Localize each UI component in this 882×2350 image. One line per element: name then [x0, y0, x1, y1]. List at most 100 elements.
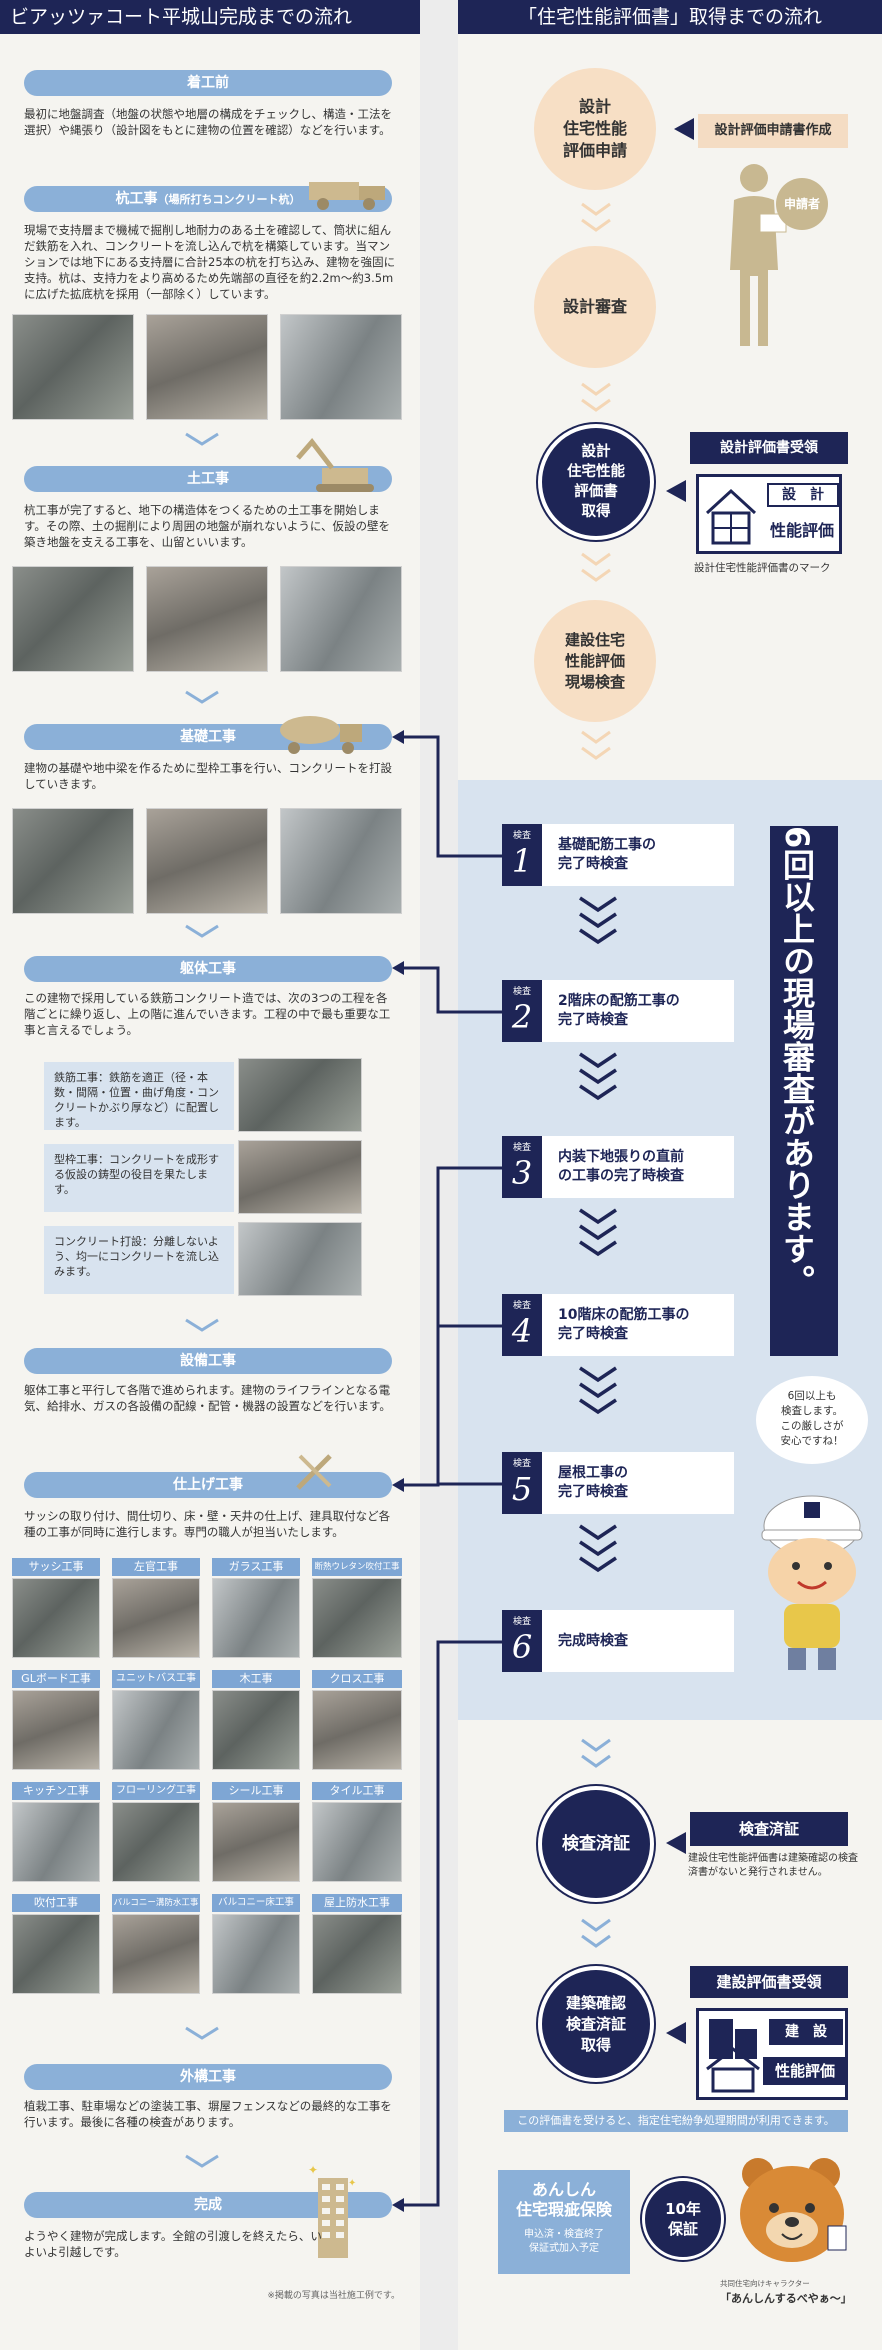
finish-label: サッシ工事 — [12, 1558, 100, 1576]
earth-photo-2 — [146, 566, 268, 672]
finish-label: GLボード工事 — [12, 1670, 100, 1688]
chevron-down-icon — [579, 1052, 617, 1101]
construction-evaluation-tag: 建設評価書受領 — [690, 1966, 848, 1998]
chevron-down-icon — [579, 1208, 617, 1257]
finish-label: キッチン工事 — [12, 1782, 100, 1800]
inspection-kanji: 検査 — [512, 1301, 531, 1311]
finish-label: 断熱ウレタン吹付工事 — [312, 1558, 402, 1576]
inspection-num-value: 6 — [511, 1628, 533, 1666]
inspection-kanji: 検査 — [512, 1617, 531, 1627]
inspection-certificate-tag: 検査済証 — [690, 1812, 848, 1846]
chevron-down-icon — [581, 552, 611, 582]
inspection-text: 屋根工事の 完了時検査 — [558, 1465, 628, 1500]
bear-mascot — [732, 2150, 852, 2276]
chevron-down-icon — [579, 896, 617, 945]
rebar-photo — [238, 1058, 362, 1132]
chevron-down-icon — [579, 1524, 617, 1573]
design-mark: 設 計 性能評価 — [696, 474, 842, 554]
finish-label: 左官工事 — [112, 1558, 200, 1576]
svg-text:✦: ✦ — [308, 2163, 318, 2177]
step-frame-desc: この建物で採用している鉄筋コンクリート造では、次の3つの工程を各階ごとに繰り返し… — [24, 991, 391, 1037]
left-header: ビアッツァコート平城山完成までの流れ — [0, 0, 420, 34]
chevron-down-icon — [185, 690, 219, 704]
finish-photo — [12, 1802, 100, 1882]
finish-label: 吹付工事 — [12, 1894, 100, 1912]
right-header: 「住宅性能評価書」取得までの流れ — [458, 0, 882, 34]
arrow-left-icon — [666, 480, 686, 502]
chevron-down-icon — [581, 382, 611, 412]
chevron-down-icon — [581, 1738, 611, 1768]
design-application-tag: 設計評価申請書作成 — [698, 114, 848, 148]
tools-illustration — [290, 1448, 340, 1494]
step-pre-construction-desc: 最初に地盤調査（地盤の状態や地層の構成をチェックし、構造・工法を選択）や縄張り（… — [24, 107, 392, 137]
inspection-count-banner: 6回以上の現場審査があります。 — [770, 826, 838, 1356]
truck-illustration — [305, 172, 395, 212]
svg-text:✦: ✦ — [348, 2178, 356, 2189]
step-frame-title: 躯体工事 — [24, 956, 392, 982]
chevron-down-icon — [581, 730, 611, 760]
on-site-inspection-circle: 建設住宅 性能評価 現場検査 — [534, 600, 656, 722]
step-finishing-desc: サッシの取り付け、間仕切り、床・壁・天井の仕上げ、建具取付など各種の工事が同時に… — [24, 1509, 391, 1539]
mark-design-label: 設 計 — [767, 483, 839, 507]
step-complete-desc: ようやく建物が完成します。全館の引渡しを終えたら、いよいよ引越しです。 — [24, 2229, 322, 2259]
finish-photo — [212, 1690, 300, 1770]
inspection-num-value: 3 — [511, 1154, 533, 1192]
inspection-num-value: 5 — [511, 1470, 533, 1508]
mascot-caption-small: 共同住宅向けキャラクター — [720, 2279, 810, 2288]
concrete-photo — [238, 1222, 362, 1296]
building-confirmation-circle: 建築確認 検査済証 取得 — [538, 1966, 654, 2082]
earth-photo-3 — [280, 566, 402, 672]
construction-flow-column: ビアッツァコート平城山完成までの流れ 着工前 最初に地盤調査（地盤の状態や地層の… — [0, 0, 420, 2350]
evaluation-flow-column: 「住宅性能評価書」取得までの流れ 設計 住宅性能 評価申請 設計評価申請書作成 … — [458, 0, 882, 2350]
applicant-badge: 申請者 — [776, 178, 828, 230]
mark-performance-label: 性能評価 — [769, 521, 834, 540]
pile-title-note: （場所打ちコンクリート杭） — [157, 193, 301, 206]
finish-label: ガラス工事 — [212, 1558, 300, 1576]
finish-photo — [112, 1914, 200, 1994]
step-exterior-desc: 植栽工事、駐車場などの塗装工事、塀屋フェンスなどの最終的な工事を行います。最後に… — [24, 2099, 392, 2129]
excavator-illustration — [292, 434, 392, 496]
chevron-down-icon — [185, 1318, 219, 1332]
finish-photo — [212, 1914, 300, 1994]
finish-label: ユニットバス工事 — [112, 1670, 200, 1688]
helmet-mascot — [758, 1480, 866, 1674]
finish-label: 木工事 — [212, 1670, 300, 1688]
finish-label: タイル工事 — [312, 1782, 402, 1800]
chevron-down-icon — [185, 2154, 219, 2168]
earth-photo-1 — [12, 566, 134, 672]
finish-label: シール工事 — [212, 1782, 300, 1800]
finish-photo — [12, 1914, 100, 1994]
inspection-text: 10階床の配筋工事の 完了時検査 — [558, 1307, 690, 1342]
inspection-text: 完成時検査 — [558, 1632, 628, 1649]
warranty-badge: 10年 保証 — [642, 2178, 724, 2260]
insurance-title: あんしん 住宅瑕疵保険 — [515, 2180, 612, 2219]
finish-photo — [12, 1578, 100, 1658]
house-mark-icon — [705, 488, 757, 545]
chevron-down-icon — [185, 2026, 219, 2040]
photo-note: ※掲載の写真は当社施工例です。 — [267, 2291, 400, 2301]
formwork-photo — [238, 1140, 362, 1214]
inspection-num-value: 1 — [511, 842, 533, 880]
step-earth-desc: 杭工事が完了すると、地下の構造体をつくるための土工事を開始します。その際、土の掘… — [24, 503, 391, 549]
finish-label: バルコニー溝防水工事 — [112, 1894, 200, 1912]
step-equipment-desc: 躯体工事と平行して各階で進められます。建物のライフラインとなる電気、給排水、ガス… — [24, 1383, 391, 1413]
design-review-circle: 設計審査 — [534, 246, 656, 368]
building-mark-icon — [706, 2019, 760, 2093]
foundation-photo-1 — [12, 808, 134, 914]
inspection-text: 内装下地張りの直前 の工事の完了時検査 — [558, 1149, 684, 1184]
insurance-box: あんしん 住宅瑕疵保険 申込済・検査終了 保証式加入予定 — [498, 2170, 630, 2274]
step-exterior-title: 外構工事 — [24, 2064, 392, 2090]
design-evaluation-tag: 設計評価書受領 — [690, 432, 848, 464]
arrow-left-icon — [666, 1832, 686, 1854]
finish-photo — [312, 1690, 402, 1770]
